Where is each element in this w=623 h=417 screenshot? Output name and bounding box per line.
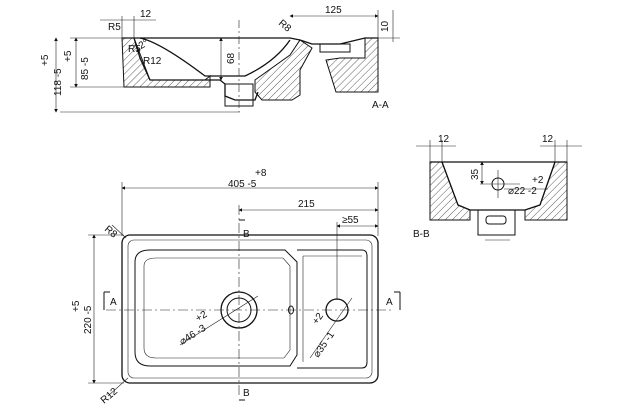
- plan-basin-inner: [143, 257, 291, 359]
- section-aa-dim-tap-width: 125: [325, 5, 342, 16]
- plan-view: +8 405 -5 215 ≥55 +5 220 -5 +2 ⌀46 -3 +2…: [71, 168, 401, 407]
- plan-dim-min-width: ≥55: [342, 215, 359, 226]
- section-aa-r5-b: R5: [128, 44, 141, 55]
- section-aa-tap-hole: [319, 43, 351, 53]
- plan-marker-b-bottom: B: [243, 388, 250, 399]
- section-aa-dim-outer-tol: +5: [40, 54, 51, 66]
- plan-dim-depth-val: 220 -5: [83, 305, 94, 334]
- section-bb-dim-height: 35: [470, 168, 481, 180]
- section-aa-basin-outline: [122, 37, 259, 101]
- plan-dim-right-part: 215: [298, 199, 315, 210]
- section-aa-r8: R8: [276, 18, 293, 35]
- section-bb-dim-rim-right: 12: [542, 134, 554, 145]
- section-aa-drain-channel: [254, 39, 313, 101]
- plan-marker-a-right: A: [386, 297, 393, 308]
- section-aa-wall-right: [325, 37, 379, 93]
- section-aa-basin-top: [134, 37, 301, 41]
- section-bb-drain: [477, 210, 516, 236]
- section-aa-dim-inner-val: 85 -5: [80, 57, 91, 80]
- section-bb-view: 12 12 35 +2 ⌀22 -2 B-B: [413, 134, 582, 241]
- section-aa-basin-curve: [139, 37, 291, 77]
- plan-dim-tap-val: ⌀35 -1: [311, 329, 337, 359]
- section-bb-dim-hole-tol: +2: [532, 175, 544, 186]
- plan-outer: [121, 234, 379, 384]
- plan-outer-inner-edge: [127, 239, 373, 379]
- plan-marker-b-top: B: [243, 229, 250, 240]
- plan-basin: [134, 249, 298, 367]
- section-bb-dim-hole-val: ⌀22 -2: [508, 186, 537, 197]
- section-bb-label: B-B: [413, 229, 430, 240]
- plan-r8: R8: [102, 224, 119, 241]
- section-bb-dim-rim-left: 12: [438, 134, 450, 145]
- section-aa-dim-depth: 68: [226, 52, 237, 64]
- plan-dim-overall-tol: +8: [255, 168, 267, 179]
- plan-dim-drain-tol: +2: [194, 309, 210, 325]
- plan-dim-tap-tol: +2: [310, 311, 326, 327]
- section-bb-basin-outline: [441, 161, 556, 211]
- section-bb-drain-slot: [485, 215, 507, 225]
- section-aa-dim-outer-val: 118 -5: [53, 68, 64, 96]
- section-aa-dim-thickness: 10: [380, 20, 391, 32]
- plan-tap-deck: [297, 249, 368, 369]
- plan-marker-a-left: A: [110, 297, 117, 308]
- section-aa-r5-a: R5: [108, 22, 121, 33]
- plan-r12: R12: [99, 386, 120, 407]
- section-aa-dim-rim: 12: [140, 9, 152, 20]
- section-aa-r12: R12: [143, 56, 162, 67]
- section-aa-view: 12 125 10 R5 R5 12° R12 R8 68 +5 85 -5 +…: [40, 5, 400, 113]
- plan-dim-drain-val: ⌀46 -3: [178, 323, 209, 348]
- plan-dim-depth-tol: +5: [71, 300, 82, 312]
- section-bb-wall-left: [429, 161, 471, 221]
- section-aa-dim-inner-tol: +5: [63, 50, 74, 62]
- plan-dim-overall-val: 405 -5: [228, 179, 257, 190]
- section-aa-label: A-A: [372, 100, 389, 111]
